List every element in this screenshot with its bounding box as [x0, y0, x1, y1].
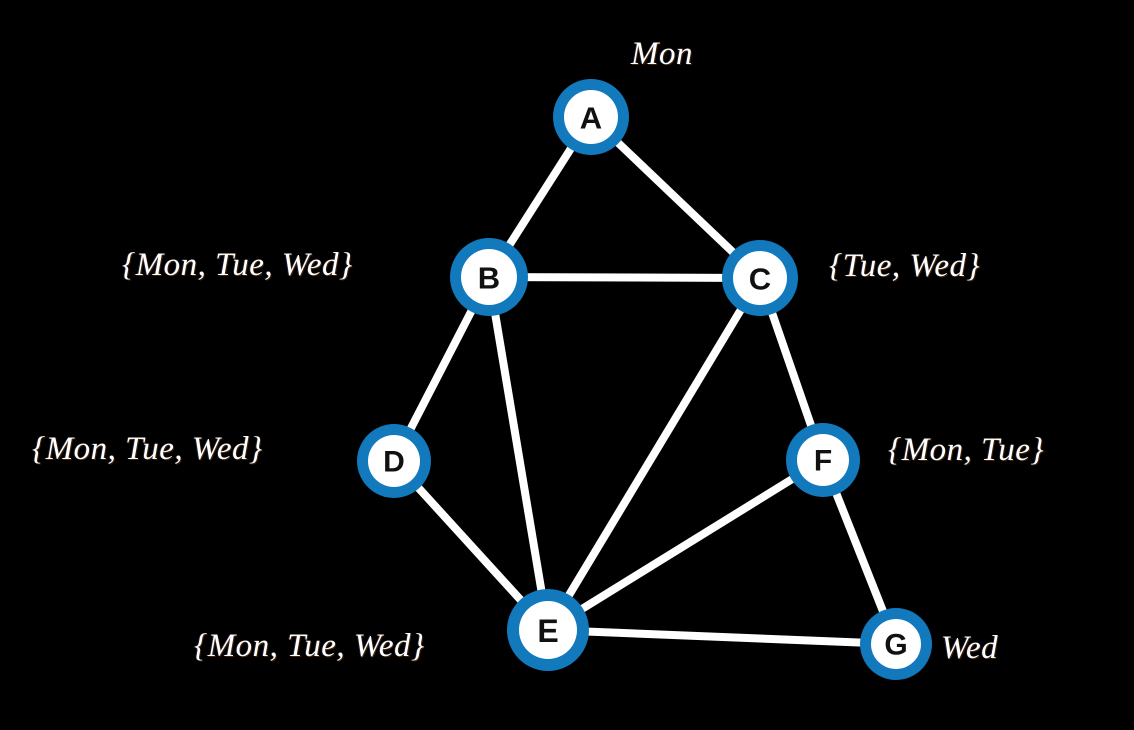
- node-letter-a: A: [580, 101, 602, 136]
- graph-node-e[interactable]: E: [507, 589, 589, 671]
- graph-edge-b-c: [485, 273, 764, 282]
- node-disc-g: [871, 619, 921, 669]
- node-layer: A B C D E F G: [357, 79, 932, 680]
- node-letter-e: E: [537, 613, 558, 649]
- graph-node-d[interactable]: D: [357, 424, 431, 498]
- graph-node-a[interactable]: A: [553, 79, 629, 155]
- graph-edge-e-g: [544, 626, 900, 648]
- node-letter-f: F: [814, 445, 832, 478]
- node-disc-d: [368, 435, 420, 487]
- node-letter-g: G: [884, 629, 907, 662]
- graph-edge-c-e: [544, 274, 764, 634]
- domain-label-a: Mon: [631, 36, 693, 72]
- graph-edge-e-f: [544, 456, 827, 634]
- node-disc-f: [797, 434, 849, 486]
- graph-edge-a-c: [587, 113, 764, 282]
- domain-label-g: Wed: [941, 630, 999, 666]
- node-disc-c: [733, 251, 787, 305]
- domain-label-e: {Mon, Tue, Wed}: [194, 628, 425, 664]
- domain-label-c: {Tue, Wed}: [829, 248, 981, 284]
- node-disc-b: [461, 249, 517, 305]
- domain-label-f: {Mon, Tue}: [888, 432, 1045, 468]
- node-letter-b: B: [478, 261, 500, 296]
- edge-layer: [390, 113, 900, 648]
- graph-node-b[interactable]: B: [450, 238, 528, 316]
- graph-node-g[interactable]: G: [860, 608, 932, 680]
- node-disc-a: [564, 90, 618, 144]
- node-letter-c: C: [749, 262, 771, 297]
- graph-node-c[interactable]: C: [722, 240, 798, 316]
- domain-label-d: {Mon, Tue, Wed}: [32, 431, 263, 467]
- node-disc-e: [519, 601, 577, 659]
- graph-edge-b-e: [485, 273, 552, 634]
- graph-node-f[interactable]: F: [786, 423, 860, 497]
- domain-label-b: {Mon, Tue, Wed}: [122, 247, 353, 283]
- node-letter-d: D: [383, 446, 405, 479]
